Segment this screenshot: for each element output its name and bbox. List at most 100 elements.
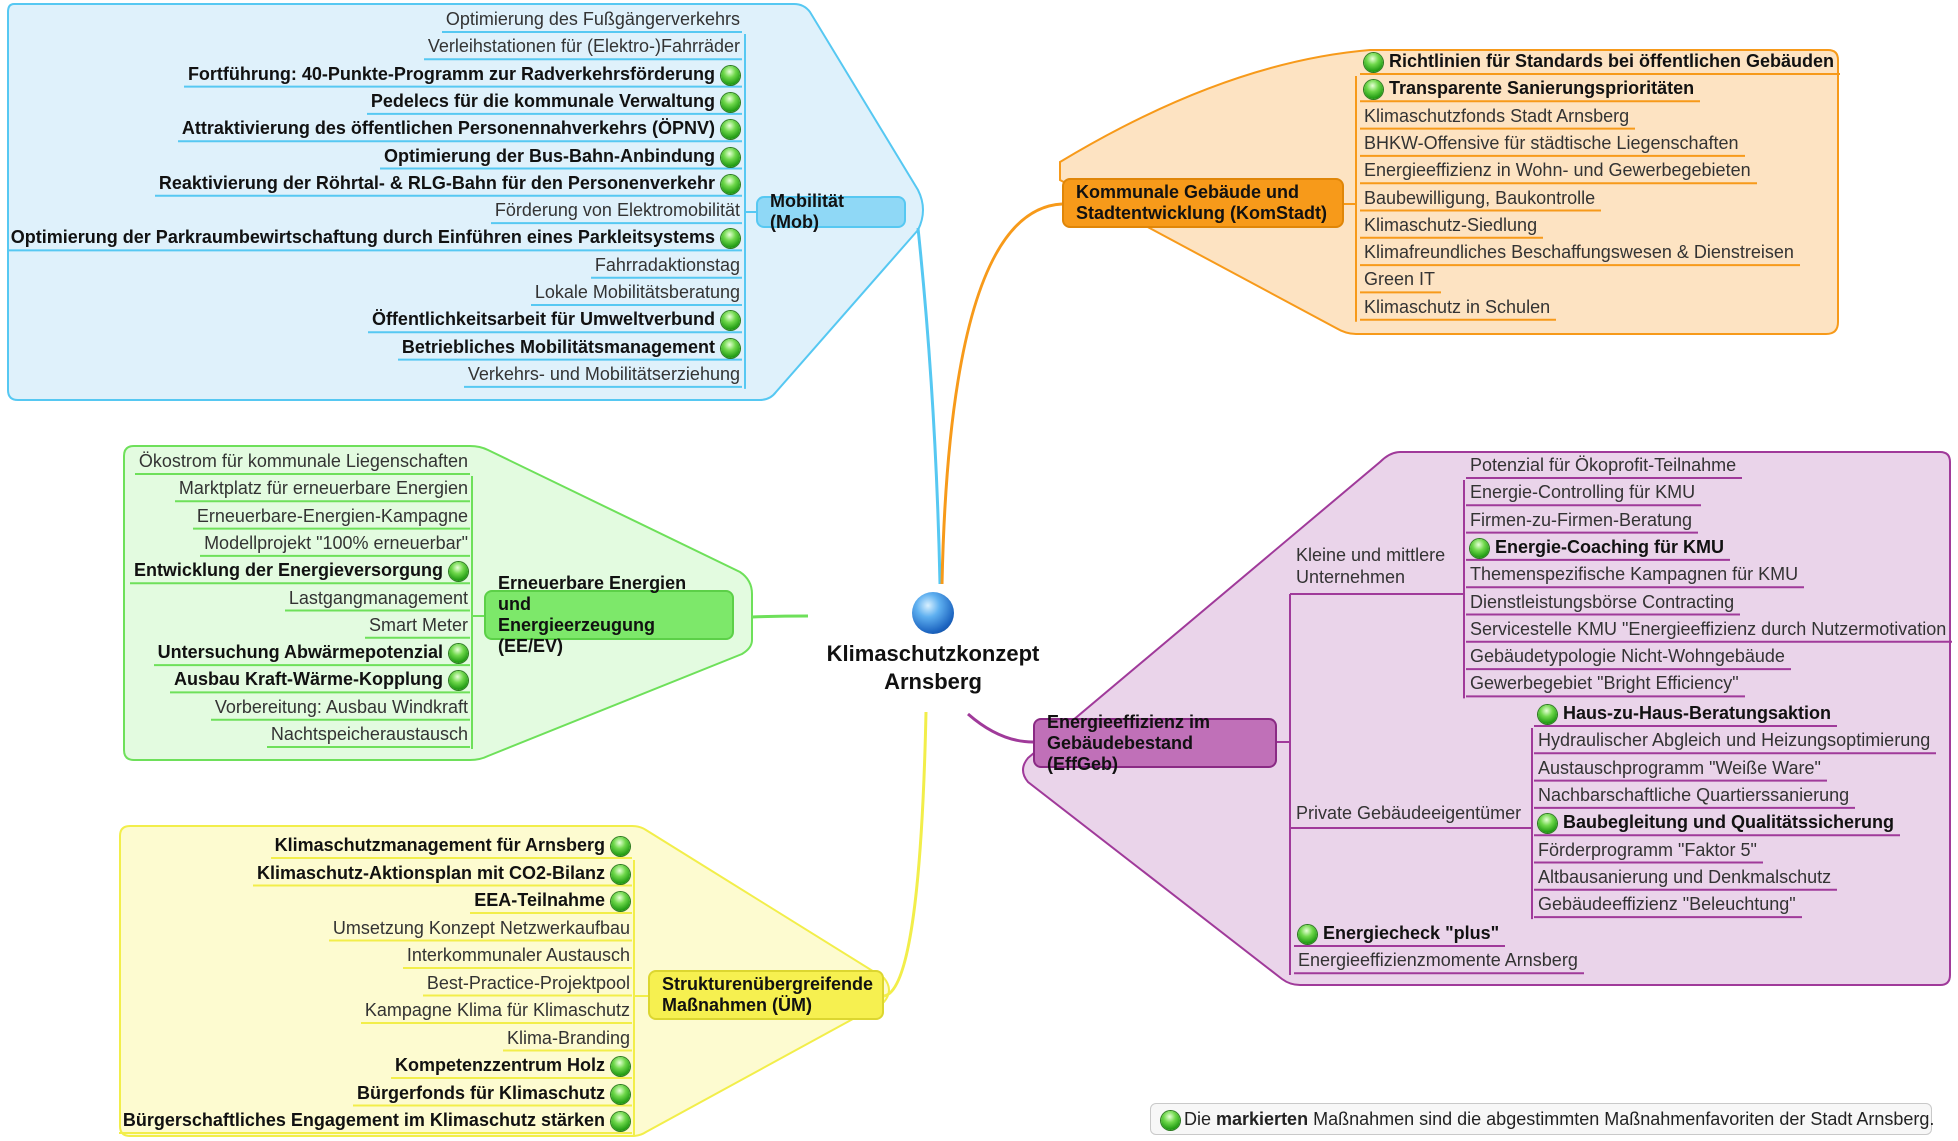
kommunal-item-9[interactable]: Klimaschutz in Schulen — [1364, 296, 1550, 318]
kommunal-item-8[interactable]: Green IT — [1364, 268, 1435, 290]
subgroup-kmu-label-line2: Unternehmen — [1296, 567, 1406, 587]
mobilitaet-item-0[interactable]: Optimierung des Fußgängerverkehrs — [446, 8, 740, 30]
struktur-item-5-label: Best-Practice-Projektpool — [426, 972, 630, 993]
marked-favorite-icon — [721, 147, 740, 167]
kommunal-item-7[interactable]: Klimafreundliches Beschaffungswesen & Di… — [1364, 241, 1794, 263]
mobilitaet-item-7-label: Förderung von Elektromobilität — [494, 200, 740, 221]
effizienz-kmu-item-0-label: Potenzial für Ökoprofit-Teilnahme — [1470, 455, 1737, 475]
branch-erneuerbar — [751, 614, 809, 619]
mobilitaet-item-9[interactable]: Fahrradaktionstag — [595, 254, 740, 276]
subgroup-kmu-label[interactable]: Kleine und mittlere Unternehmen — [1296, 544, 1445, 588]
struktur-item-10-label: Bürgerschaftliches Engagement im Klimasc… — [122, 1110, 605, 1130]
effizienz-privat-item-6[interactable]: Altbausanierung und Denkmalschutz — [1538, 866, 1831, 888]
topic-kommunal[interactable]: Kommunale Gebäude und Stadtentwicklung (… — [1062, 178, 1344, 228]
erneuerbar-item-4[interactable]: Entwicklung der Energieversorgung — [134, 559, 468, 582]
effizienz-privat-item-1[interactable]: Hydraulischer Abgleich und Heizungsoptim… — [1538, 729, 1930, 751]
effizienz-kmu-item-6[interactable]: Servicestelle KMU "Energieeffizienz durc… — [1470, 618, 1946, 640]
struktur-item-4[interactable]: Interkommunaler Austausch — [407, 944, 630, 966]
effizienz-kmu-item-3[interactable]: Energie-Coaching für KMU — [1470, 536, 1724, 558]
effizienz-kmu-item-7[interactable]: Gebäudetypologie Nicht-Wohngebäude — [1470, 645, 1785, 667]
kommunal-item-5[interactable]: Baubewilligung, Baukontrolle — [1364, 187, 1595, 209]
erneuerbar-item-3[interactable]: Modellprojekt "100% erneuerbar" — [204, 532, 468, 554]
struktur-item-5[interactable]: Best-Practice-Projektpool — [427, 972, 630, 994]
kommunal-item-0-label: Richtlinien für Standards bei öffentlich… — [1389, 51, 1835, 71]
effizienz-privat-item-5[interactable]: Förderprogramm "Faktor 5" — [1538, 839, 1757, 861]
effizienz-kmu-item-5[interactable]: Dienstleistungsbörse Contracting — [1470, 591, 1734, 613]
erneuerbar-item-1[interactable]: Marktplatz für erneuerbare Energien — [179, 477, 468, 499]
effizienz-kmu-item-8[interactable]: Gewerbegebiet "Bright Efficiency" — [1470, 672, 1739, 694]
mobilitaet-item-13[interactable]: Verkehrs- und Mobilitätserziehung — [468, 363, 740, 385]
effizienz-privat-item-3[interactable]: Nachbarschaftliche Quartierssanierung — [1538, 784, 1849, 806]
topic-effizienz[interactable]: Energieeffizienz im Gebäudebestand (EffG… — [1033, 712, 1277, 774]
effizienz-privat-item-7[interactable]: Gebäudeeffizienz "Beleuchtung" — [1538, 893, 1796, 915]
effizienz-kmu-item-3-label: Energie-Coaching für KMU — [1495, 536, 1725, 557]
effizienz-privat-item-2[interactable]: Austauschprogramm "Weiße Ware" — [1538, 757, 1821, 779]
kommunal-item-1[interactable]: Transparente Sanierungsprioritäten — [1364, 77, 1695, 100]
subgroup-privat-label[interactable]: Private Gebäudeeigentümer — [1296, 803, 1522, 823]
erneuerbar-item-7[interactable]: Untersuchung Abwärmepotenzial — [158, 641, 468, 664]
marked-favorite-icon — [611, 864, 630, 884]
struktur-item-4-label: Interkommunaler Austausch — [406, 945, 630, 965]
topic-mobilitaet[interactable]: Mobilität (Mob) — [756, 191, 906, 232]
struktur-item-6[interactable]: Kampagne Klima für Klimaschutz — [365, 999, 630, 1021]
marked-favorite-icon — [1161, 1111, 1180, 1130]
mobilitaet-item-6[interactable]: Reaktivierung der Röhrtal- & RLG-Bahn fü… — [159, 172, 740, 194]
struktur-item-1-label: Klimaschutz-Aktionsplan mit CO2-Bilanz — [256, 862, 605, 883]
effizienz-kmu-item-1[interactable]: Energie-Controlling für KMU — [1470, 481, 1695, 503]
mobilitaet-item-11[interactable]: Öffentlichkeitsarbeit für Umweltverbund — [372, 308, 740, 331]
kommunal-item-4[interactable]: Energieeffizienz in Wohn- und Gewerbegeb… — [1364, 159, 1751, 181]
kommunal-item-1-label: Transparente Sanierungsprioritäten — [1389, 78, 1695, 99]
effizienz-kmu-item-0[interactable]: Potenzial für Ökoprofit-Teilnahme — [1470, 454, 1736, 476]
mobilitaet-item-5[interactable]: Optimierung der Bus-Bahn-Anbindung — [384, 145, 740, 167]
legend-text-end: Maßnahmen sind die abgestimmten Maßnahme… — [1308, 1109, 1935, 1129]
struktur-item-10[interactable]: Bürgerschaftliches Engagement im Klimasc… — [123, 1109, 630, 1131]
erneuerbar-item-0[interactable]: Ökostrom für kommunale Liegenschaften — [139, 450, 468, 472]
marked-favorite-icon — [721, 92, 740, 112]
struktur-item-9[interactable]: Bürgerfonds für Klimaschutz — [357, 1082, 630, 1104]
struktur-item-2[interactable]: EEA-Teilnahme — [474, 889, 630, 911]
erneuerbar-item-6[interactable]: Smart Meter — [369, 614, 468, 636]
marked-favorite-icon — [721, 65, 740, 85]
topic-kommunal-line1: Kommunale Gebäude und — [1076, 182, 1300, 202]
kommunal-item-2[interactable]: Klimaschutzfonds Stadt Arnsberg — [1364, 105, 1629, 127]
mobilitaet-item-2[interactable]: Fortführung: 40-Punkte-Programm zur Radv… — [188, 63, 740, 85]
central-topic-line1: Klimaschutzkonzept — [826, 641, 1040, 666]
mobilitaet-item-10[interactable]: Lokale Mobilitätsberatung — [535, 281, 740, 303]
erneuerbar-item-9[interactable]: Vorbereitung: Ausbau Windkraft — [215, 696, 468, 718]
mobilitaet-item-13-label: Verkehrs- und Mobilitätserziehung — [467, 363, 740, 384]
struktur-item-7[interactable]: Klima-Branding — [507, 1027, 630, 1049]
mobilitaet-item-2-label: Fortführung: 40-Punkte-Programm zur Radv… — [187, 63, 715, 84]
erneuerbar-item-5[interactable]: Lastgangmanagement — [289, 587, 468, 609]
mobilitaet-item-12[interactable]: Betriebliches Mobilitätsmanagement — [402, 336, 740, 358]
central-topic[interactable]: Klimaschutzkonzept Arnsberg — [808, 592, 1058, 696]
mobilitaet-item-8[interactable]: Optimierung der Parkraumbewirtschaftung … — [11, 226, 740, 249]
mobilitaet-item-7[interactable]: Förderung von Elektromobilität — [495, 199, 740, 221]
marked-favorite-icon — [721, 229, 740, 249]
effizienz-kmu-item-4[interactable]: Themenspezifische Kampagnen für KMU — [1470, 563, 1798, 585]
erneuerbar-item-6-label: Smart Meter — [368, 614, 468, 635]
effizienz-kmu-item-2[interactable]: Firmen-zu-Firmen-Beratung — [1470, 509, 1692, 531]
struktur-item-9-label: Bürgerfonds für Klimaschutz — [356, 1082, 605, 1103]
marked-favorite-icon — [611, 892, 630, 911]
kommunal-item-6[interactable]: Klimaschutz-Siedlung — [1364, 214, 1537, 236]
subgroup-kmu-label-line1: Kleine und mittlere — [1296, 545, 1446, 565]
kommunal-item-3[interactable]: BHKW-Offensive für städtische Liegenscha… — [1364, 132, 1739, 154]
struktur-item-0[interactable]: Klimaschutzmanagement für Arnsberg — [275, 834, 630, 856]
effizienz-kmu-item-2-label: Firmen-zu-Firmen-Beratung — [1470, 509, 1693, 530]
kommunal-item-0[interactable]: Richtlinien für Standards bei öffentlich… — [1364, 50, 1834, 72]
effizienz-extra-item-0[interactable]: Energiecheck "plus" — [1298, 922, 1499, 944]
struktur-item-1[interactable]: Klimaschutz-Aktionsplan mit CO2-Bilanz — [257, 862, 630, 884]
mobilitaet-item-4[interactable]: Attraktivierung des öffentlichen Persone… — [182, 117, 740, 140]
struktur-item-3[interactable]: Umsetzung Konzept Netzwerkaufbau — [333, 917, 630, 939]
mobilitaet-item-1[interactable]: Verleihstationen für (Elektro-)Fahrräder — [428, 35, 740, 57]
erneuerbar-item-10[interactable]: Nachtspeicheraustausch — [271, 723, 468, 745]
effizienz-extra-item-1[interactable]: Energieeffizienzmomente Arnsberg — [1298, 949, 1578, 971]
topic-erneuerbar[interactable]: Erneuerbare Energien und Energieerzeugun… — [484, 573, 734, 656]
mobilitaet-item-3[interactable]: Pedelecs für die kommunale Verwaltung — [371, 90, 740, 112]
struktur-item-8[interactable]: Kompetenzzentrum Holz — [395, 1054, 630, 1076]
erneuerbar-item-8[interactable]: Ausbau Kraft-Wärme-Kopplung — [174, 668, 468, 691]
erneuerbar-item-2[interactable]: Erneuerbare-Energien-Kampagne — [197, 505, 468, 527]
effizienz-privat-item-4[interactable]: Baubegleitung und Qualitätssicherung — [1538, 811, 1894, 834]
effizienz-privat-item-0[interactable]: Haus-zu-Haus-Beratungsaktion — [1538, 702, 1831, 724]
topic-struktur[interactable]: Strukturenübergreifende Maßnahmen (ÜM) — [648, 970, 884, 1020]
